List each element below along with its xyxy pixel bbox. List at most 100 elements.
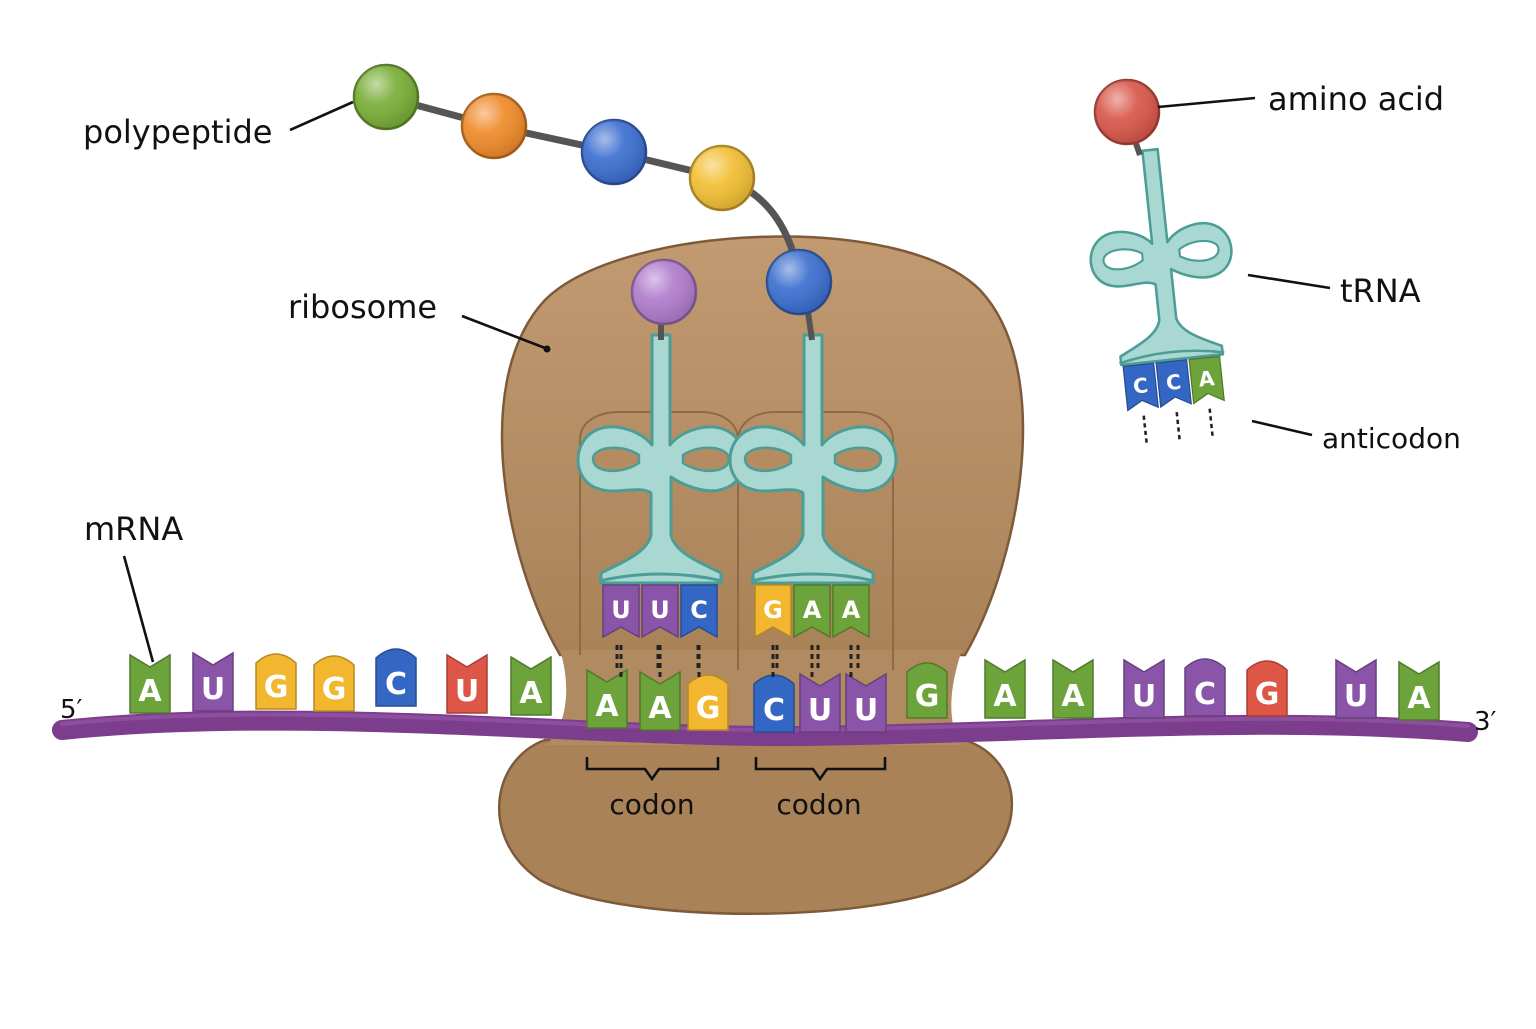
- anticodon-base: C: [1155, 359, 1192, 440]
- mrna-base-shape: [446, 653, 488, 714]
- polypeptide-amino-acid: [688, 144, 756, 212]
- anticodon-base: U: [641, 584, 679, 677]
- mrna-base-shape: [313, 655, 355, 712]
- mrna-base-shape: [687, 674, 729, 731]
- mrna-base: A: [510, 655, 552, 716]
- mrna-base: A: [639, 670, 681, 731]
- five-prime-label: 5′: [60, 695, 83, 725]
- mrna-base-letter: G: [696, 691, 721, 726]
- mrna-base-shape: [906, 662, 948, 719]
- mrna-base-shape: [1123, 658, 1165, 719]
- mrna-base: G: [313, 655, 355, 712]
- mrna-base: U: [1123, 658, 1165, 719]
- trna-label: tRNA: [1340, 272, 1421, 310]
- anticodon-letter: A: [1197, 366, 1215, 392]
- mrna-base-shape: [639, 670, 681, 731]
- mrna-label: mRNA: [84, 510, 183, 548]
- trna-body: [1089, 147, 1233, 367]
- trna-body: [728, 333, 898, 585]
- trna-leader: [1247, 273, 1331, 290]
- codon-bracket-2: [754, 757, 887, 782]
- anticodon-letter: A: [803, 596, 822, 624]
- mrna-base-shape: [1246, 660, 1288, 717]
- mrna-base-letter: U: [1344, 679, 1368, 714]
- mrna-base-letter: A: [519, 676, 543, 711]
- anticodon-letter: C: [1165, 370, 1182, 395]
- anticodon-base: U: [602, 584, 640, 677]
- mrna-base-shape: [845, 672, 887, 733]
- trna-amino-acid: [630, 258, 698, 326]
- mrna-base: A: [129, 653, 171, 714]
- mrna-base-shape: [586, 668, 628, 729]
- mrna-base-letter: A: [138, 674, 162, 709]
- mrna-base-letter: U: [455, 674, 479, 709]
- anticodon-letter: U: [650, 596, 670, 624]
- anticodon-base: G: [754, 584, 792, 677]
- polypeptide-leader: [289, 100, 354, 132]
- anticodon-base: A: [1188, 355, 1225, 436]
- ribosome-small-subunit: [497, 738, 1014, 915]
- anticodon-base: A: [832, 584, 870, 677]
- mrna-base-letter: U: [808, 693, 832, 728]
- mrna-base-letter: G: [915, 679, 940, 714]
- mrna-base-letter: A: [648, 691, 672, 726]
- anticodon-leader: [1251, 419, 1313, 437]
- mrna-base-letter: A: [595, 689, 619, 724]
- anticodon-letter: A: [842, 596, 861, 624]
- mrna-base-letter: G: [1255, 677, 1280, 712]
- ribosome-site-2-outline: [737, 411, 894, 670]
- mrna-base: C: [1184, 658, 1226, 717]
- ribosome-label: ribosome: [288, 288, 437, 326]
- anticodon-base: C: [680, 584, 718, 677]
- mrna-base: U: [192, 651, 234, 712]
- mrna-base-letter: A: [993, 679, 1017, 714]
- mrna-base-shape: [1398, 660, 1440, 721]
- polypeptide-amino-acid: [460, 92, 528, 160]
- mrna-base-letter: C: [1194, 677, 1216, 712]
- anticodon-letter: C: [690, 596, 708, 624]
- mrna-base-letter: A: [1061, 679, 1085, 714]
- amino-acid-leader: [1157, 96, 1256, 109]
- anticodon-base: A: [793, 584, 831, 677]
- mrna-base-shape: [1052, 658, 1094, 719]
- codon-anticodon-pairing: [615, 645, 860, 668]
- anticodon-label: anticodon: [1322, 422, 1461, 455]
- mrna-base: U: [799, 672, 841, 733]
- mrna-base-shape: [1335, 658, 1377, 719]
- mrna-base: G: [906, 662, 948, 719]
- codon-label-2: codon: [776, 788, 861, 821]
- trna-amino-acid: [1093, 78, 1161, 146]
- mrna-base-letter: U: [1132, 679, 1156, 714]
- mrna-strand: [52, 710, 1478, 747]
- mrna-base-shape: [753, 674, 795, 733]
- mrna-base-shape: [510, 655, 552, 716]
- polypeptide-amino-acid: [580, 118, 648, 186]
- ribosome-leader: [461, 314, 551, 353]
- anticodon-letter: C: [1132, 373, 1149, 398]
- mrna-base-shape: [255, 653, 297, 710]
- mrna-base-letter: C: [763, 693, 785, 728]
- mrna-base: A: [1052, 658, 1094, 719]
- mrna-base: C: [753, 674, 795, 733]
- polypeptide-beads: [352, 63, 756, 212]
- mrna-base: C: [375, 648, 417, 707]
- mrna-base-shape: [375, 648, 417, 707]
- mrna-base: A: [984, 658, 1026, 719]
- mrna-base: G: [687, 674, 729, 731]
- mrna-base-letter: G: [322, 672, 347, 707]
- trna-amino-acid: [765, 248, 833, 316]
- mrna-base-letter: A: [1407, 681, 1431, 716]
- mrna-base-shape: [129, 653, 171, 714]
- polypeptide-amino-acid: [352, 63, 420, 131]
- mrna-base: U: [845, 672, 887, 733]
- mrna-base: U: [1335, 658, 1377, 719]
- anticodon-letter: G: [763, 596, 783, 624]
- mrna-base-letter: G: [264, 670, 289, 705]
- mrna-base-shape: [1184, 658, 1226, 717]
- mrna-base: A: [1398, 660, 1440, 721]
